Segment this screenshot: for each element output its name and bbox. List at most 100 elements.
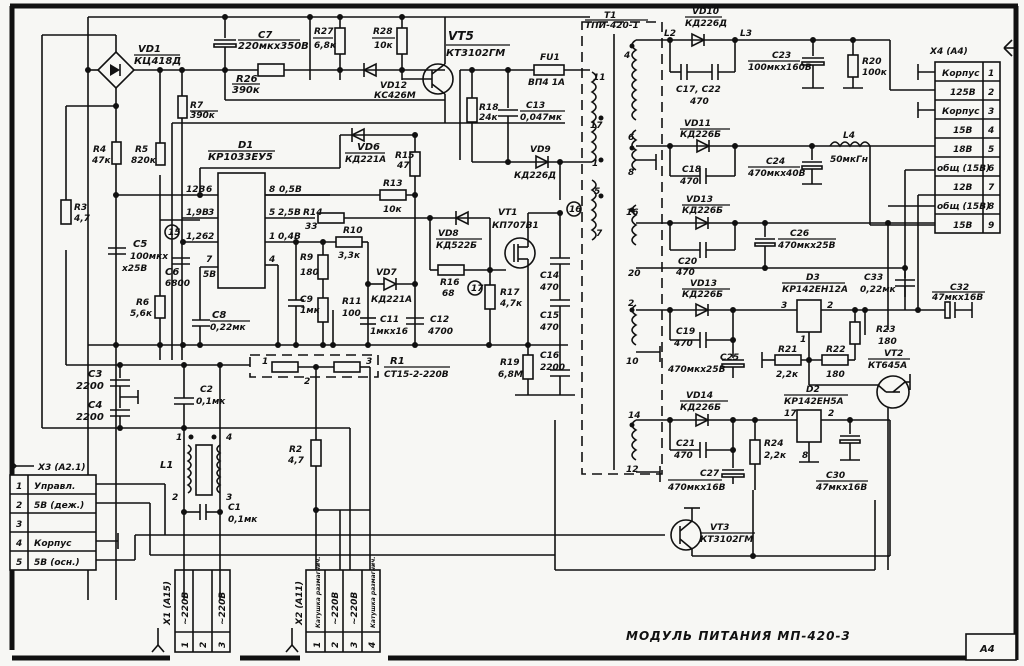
pin-t1-5: 5 (594, 187, 600, 197)
label-d2-ref: D2 (806, 385, 820, 395)
x4-row-9-label: 15В (953, 221, 973, 231)
resistor-r7 (177, 95, 188, 119)
pin-d1-1: 1 (269, 232, 275, 242)
x4-row-7-label: 12В (953, 183, 973, 193)
pin-t1-16: 16 (626, 208, 639, 218)
label-c14-value: 470 (539, 283, 559, 293)
label-r28-ref: R28 (373, 27, 392, 37)
label-r21-value: 2,2к (776, 370, 799, 380)
label-vt1-value: КП707В1 (492, 221, 539, 231)
label-l3-ref: L3 (740, 29, 752, 39)
connector-x2-title: Х2 (А11) (295, 581, 305, 626)
label-r28-value: 10к (374, 41, 394, 51)
pin-d1-8v: 0,5В (279, 185, 302, 195)
label-c26-value: 470мкх25В (777, 241, 836, 251)
label-r19-ref: R19 (500, 358, 519, 368)
pin-d1-2v: 1,26 (186, 232, 208, 242)
test-point-16-label: 16 (569, 205, 582, 215)
label-r6-value: 5,6к (130, 309, 153, 319)
label-r9-value: 180 (300, 268, 319, 278)
label-r18-ref: R18 (479, 103, 498, 113)
x4-row-6-pin: 6 (988, 164, 994, 174)
label-c33-ref: C33 (864, 273, 883, 283)
connector-x1-title: Х1 (А15) (163, 581, 173, 626)
label-vd14-value: КД226Б (680, 403, 721, 413)
resistor-r15 (409, 151, 421, 177)
x4-row-5-label: 18В (953, 145, 973, 155)
x4-row-4-pin: 4 (987, 126, 994, 136)
label-c20-value: 470 (675, 268, 695, 278)
label-r14-ref: R14 (303, 208, 322, 218)
x2-row-2-label: ~220В (331, 592, 341, 625)
label-r1-ref: R1 (390, 356, 405, 367)
label-r2-ref: R2 (289, 445, 302, 455)
label-c9-ref: C9 (300, 295, 313, 305)
label-r22-ref: R22 (826, 345, 845, 355)
fuse-fu1 (533, 64, 565, 76)
label-r5-value: 820к (131, 156, 157, 166)
label-r9-ref: R9 (300, 253, 313, 263)
label-c17-c22-value: 470 (689, 97, 709, 107)
label-r20-ref: R20 (862, 57, 881, 67)
label-vd7-value: КД221А (371, 295, 412, 305)
label-r11-ref: R11 (342, 297, 361, 307)
label-c25-ref: C25 (720, 353, 739, 363)
label-c19-value: 470 (673, 339, 693, 349)
pin-t1-20: 20 (628, 269, 641, 279)
label-c30-value: 47мкх16В (815, 483, 867, 493)
x1-row-2-pin: 2 (199, 642, 209, 648)
pin-d1-5: 5 (269, 208, 275, 218)
label-r16-ref: R16 (440, 278, 459, 288)
label-vd9-value: КД226Д (514, 171, 556, 181)
label-t1-ref: Т1 (604, 11, 616, 21)
test-point-16 (566, 201, 582, 217)
transistor-vt5 (402, 63, 454, 95)
label-c11-value: 1мкх16 (370, 327, 408, 337)
pin-d1-3v: 1,9В (186, 208, 209, 218)
label-r3-ref: R3 (74, 203, 87, 213)
label-c26-ref: C26 (790, 229, 809, 239)
label-c33-value: 0,22мк (860, 285, 897, 295)
label-c7-ref: C7 (258, 30, 272, 41)
label-r23-ref: R23 (876, 325, 895, 335)
pin-t1-4: 4 (623, 51, 630, 61)
label-c12-ref: C12 (430, 315, 449, 325)
x4-row-4-label: 15В (953, 126, 973, 136)
resistor-r4 (111, 141, 122, 165)
x2-row-1-label: Катушка размагнич. (315, 556, 322, 628)
x4-row-1-pin: 1 (988, 69, 994, 79)
label-d1-ref: D1 (238, 140, 253, 151)
label-d2-value: КР142ЕН5А (784, 397, 844, 407)
label-c32-ref: C32 (950, 283, 969, 293)
pin-t1-2: 2 (628, 299, 634, 309)
label-c1-value: 0,1мк (228, 515, 258, 525)
x4-row-8-label: общ (15В) (937, 201, 990, 212)
label-r2-value: 4,7 (287, 456, 305, 466)
pin-d1-1v: 0,4В (278, 232, 301, 242)
label-c21-ref: C21 (676, 439, 695, 449)
pin-d1-3: 3 (208, 208, 214, 218)
label-vd14-ref: VD14 (686, 391, 713, 401)
label-vd6-ref: VD6 (357, 142, 380, 153)
label-r17-value: 4,7к (499, 299, 523, 309)
label-r13-value: 10к (383, 205, 403, 215)
label-r10-ref: R10 (343, 226, 362, 236)
label-vd13b-value: КД226Б (682, 290, 723, 300)
regulator-d2 (796, 409, 822, 443)
label-vt5-value: КТ3102ГМ (446, 48, 505, 59)
label-r1-value: СТ15-2-220В (384, 370, 449, 380)
x2-row-3-label: ~220В (350, 592, 360, 625)
label-d3-ref: D3 (806, 273, 820, 283)
label-d1-value: КР1033ЕУ5 (208, 152, 273, 163)
transformer-t1-outline (581, 21, 663, 475)
test-point-15-label: 15 (168, 228, 181, 238)
label-r7-value: 390к (190, 111, 216, 121)
x2-row-4-label: Катушка размагнич. (370, 556, 377, 628)
label-c18-ref: C18 (682, 165, 701, 175)
label-c13-value: 0,047мк (520, 113, 563, 123)
x4-row-5-pin: 5 (988, 145, 994, 155)
label-c27-value: 470мкх16В (667, 483, 726, 493)
connector-x2 (285, 569, 381, 653)
x3-row-2-label: 5В (деж.) (34, 501, 84, 511)
